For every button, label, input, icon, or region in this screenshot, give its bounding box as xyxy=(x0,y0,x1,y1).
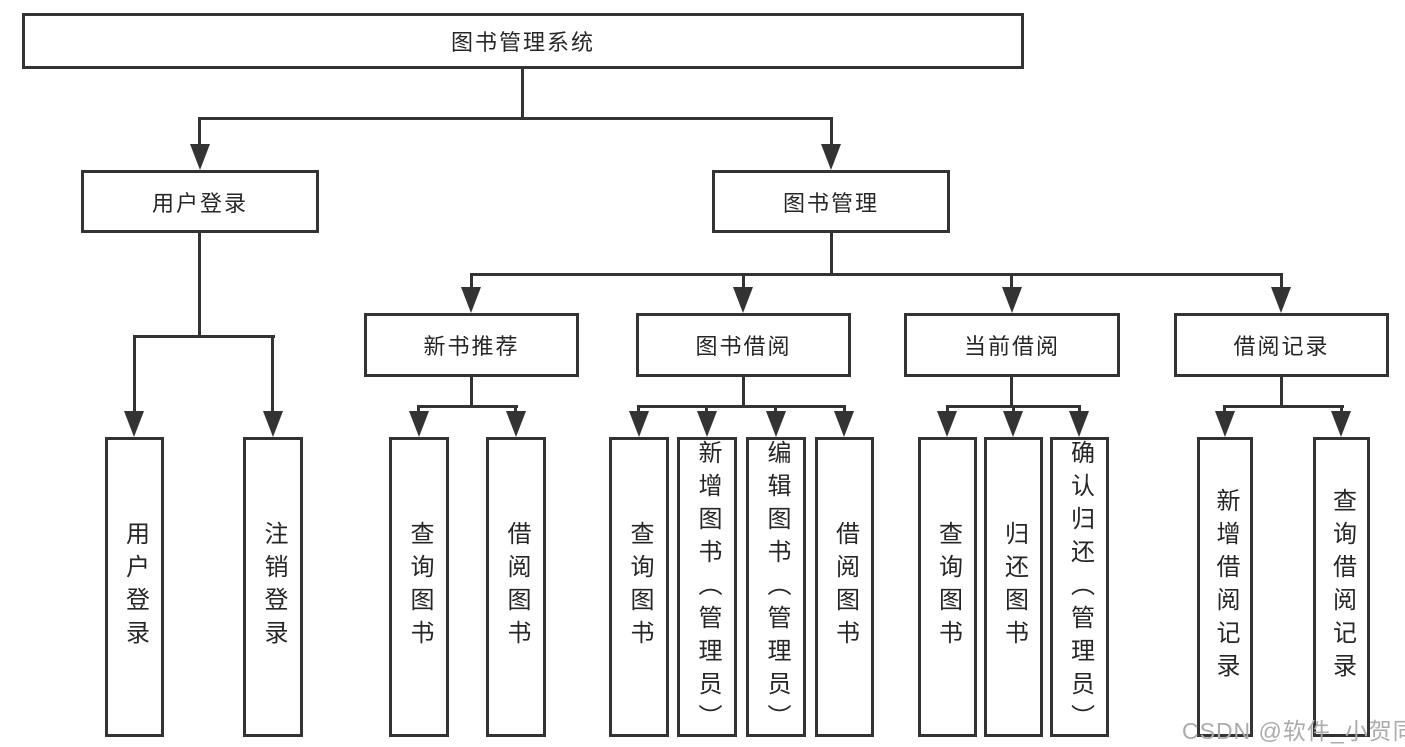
leaf-user-login-label: 用户登录 xyxy=(121,521,149,653)
leaf-edit-book-admin-label: 编辑图书（管理员） xyxy=(763,440,790,737)
arrowhead-down-icon xyxy=(733,287,753,313)
connector-drop-level3 xyxy=(1010,273,1013,293)
leaf-query-books-borrow: 查询图书 xyxy=(609,437,669,737)
leaf-borrow-books: 借阅图书 xyxy=(815,437,874,737)
leaf-logout: 注销登录 xyxy=(243,437,303,737)
arrowhead-down-icon xyxy=(937,411,957,437)
connector-current-stem xyxy=(1010,377,1013,408)
arrowhead-down-icon xyxy=(1069,411,1089,437)
node-new-book-recommend-label: 新书推荐 xyxy=(423,334,520,359)
connector-drop-level3 xyxy=(1280,273,1283,293)
connector-new-book-stem xyxy=(470,377,473,408)
arrowhead-down-icon xyxy=(834,411,854,437)
arrowhead-down-icon xyxy=(263,411,283,437)
arrowhead-down-icon xyxy=(821,144,841,170)
leaf-confirm-return-admin: 确认归还（管理员） xyxy=(1050,437,1109,737)
leaf-logout-label: 注销登录 xyxy=(260,521,287,653)
connector-book-management-stem xyxy=(830,233,833,276)
leaf-confirm-return-admin-label: 确认归还（管理员） xyxy=(1066,440,1094,737)
leaf-query-borrow-record: 查询借阅记录 xyxy=(1313,437,1370,737)
leaf-add-borrow-record-label: 新增借阅记录 xyxy=(1212,488,1239,686)
node-new-book-recommend: 新书推荐 xyxy=(364,313,579,377)
node-current-borrow: 当前借阅 xyxy=(904,313,1120,377)
arrowhead-down-icon xyxy=(1331,411,1351,437)
connector-drop-leaf xyxy=(271,335,274,415)
connector-root-stem xyxy=(521,69,524,120)
arrowhead-down-icon xyxy=(506,411,526,437)
leaf-query-books-recommend: 查询图书 xyxy=(389,437,449,737)
node-book-borrow: 图书借阅 xyxy=(636,313,851,377)
leaf-query-books-current: 查询图书 xyxy=(918,437,977,737)
leaf-add-book-admin-label: 新增图书（管理员） xyxy=(694,440,721,737)
csdn-watermark: CSDN @软件_小贺同学 xyxy=(1182,718,1405,744)
connector-user-login-branch xyxy=(133,335,275,338)
node-book-management-label: 图书管理 xyxy=(782,190,879,216)
node-user-login-label: 用户登录 xyxy=(151,190,248,216)
leaf-query-books-borrow-label: 查询图书 xyxy=(626,521,653,653)
leaf-edit-book-admin: 编辑图书（管理员） xyxy=(746,437,806,737)
node-book-management: 图书管理 xyxy=(712,170,950,233)
leaf-add-book-admin: 新增图书（管理员） xyxy=(677,437,737,737)
node-user-login: 用户登录 xyxy=(81,170,319,233)
arrowhead-down-icon xyxy=(629,411,649,437)
arrowhead-down-icon xyxy=(190,144,210,170)
connector-drop-leaf xyxy=(133,335,136,415)
arrowhead-down-icon xyxy=(1003,411,1023,437)
arrowhead-down-icon xyxy=(409,411,429,437)
leaf-query-borrow-record-label: 查询借阅记录 xyxy=(1328,488,1356,686)
leaf-user-login: 用户登录 xyxy=(105,437,164,737)
connector-records-branch xyxy=(1223,405,1344,408)
connector-drop-level3 xyxy=(742,273,745,293)
connector-book-management-branch xyxy=(470,273,1283,276)
leaf-return-book: 归还图书 xyxy=(984,437,1043,737)
leaf-borrow-books-recommend: 借阅图书 xyxy=(486,437,546,737)
node-borrow-records-label: 借阅记录 xyxy=(1233,334,1330,359)
connector-borrow-branch xyxy=(637,405,846,408)
connector-borrow-stem xyxy=(742,377,745,408)
node-root: 图书管理系统 xyxy=(22,13,1024,69)
connector-records-stem xyxy=(1280,377,1283,408)
node-book-borrow-label: 图书借阅 xyxy=(695,334,792,359)
connector-drop-level3 xyxy=(470,273,473,293)
arrowhead-down-icon xyxy=(1271,287,1291,313)
connector-root-branch xyxy=(198,117,833,120)
leaf-borrow-books-label: 借阅图书 xyxy=(831,521,859,653)
node-borrow-records: 借阅记录 xyxy=(1174,313,1389,377)
connector-drop-user-login xyxy=(198,117,201,150)
leaf-borrow-books-recommend-label: 借阅图书 xyxy=(503,521,530,653)
arrowhead-down-icon xyxy=(461,287,481,313)
leaf-query-books-recommend-label: 查询图书 xyxy=(406,521,433,653)
arrowhead-down-icon xyxy=(124,411,144,437)
connector-drop-book-management xyxy=(830,117,833,150)
arrowhead-down-icon xyxy=(1215,411,1235,437)
arrowhead-down-icon xyxy=(697,411,717,437)
connector-new-book-branch xyxy=(417,405,518,408)
connector-user-login-stem xyxy=(198,233,201,338)
leaf-query-books-current-label: 查询图书 xyxy=(934,521,962,653)
node-root-label: 图书管理系统 xyxy=(450,30,595,55)
leaf-return-book-label: 归还图书 xyxy=(1000,521,1028,653)
leaf-add-borrow-record: 新增借阅记录 xyxy=(1197,437,1253,737)
arrowhead-down-icon xyxy=(766,411,786,437)
arrowhead-down-icon xyxy=(1002,287,1022,313)
node-current-borrow-label: 当前借阅 xyxy=(963,334,1060,359)
